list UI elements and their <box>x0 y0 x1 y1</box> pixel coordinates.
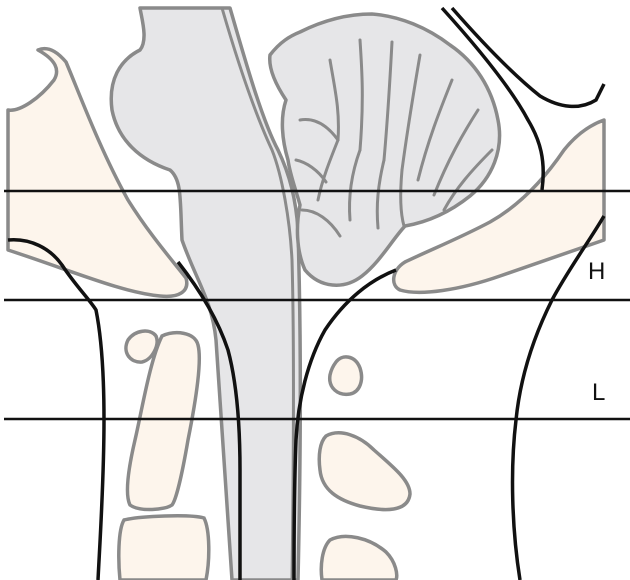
pharynx-anterior-outline <box>8 240 104 580</box>
vertebra-c3-body <box>119 516 209 580</box>
vertebra-c3-spinous <box>321 536 396 580</box>
vertebra-c2-spinous <box>319 433 410 510</box>
spinal-canal-posterior-outline <box>294 270 396 580</box>
vertebra-c1-posterior-arch <box>330 357 362 394</box>
label-h: H <box>588 258 605 285</box>
label-l: L <box>592 379 605 406</box>
